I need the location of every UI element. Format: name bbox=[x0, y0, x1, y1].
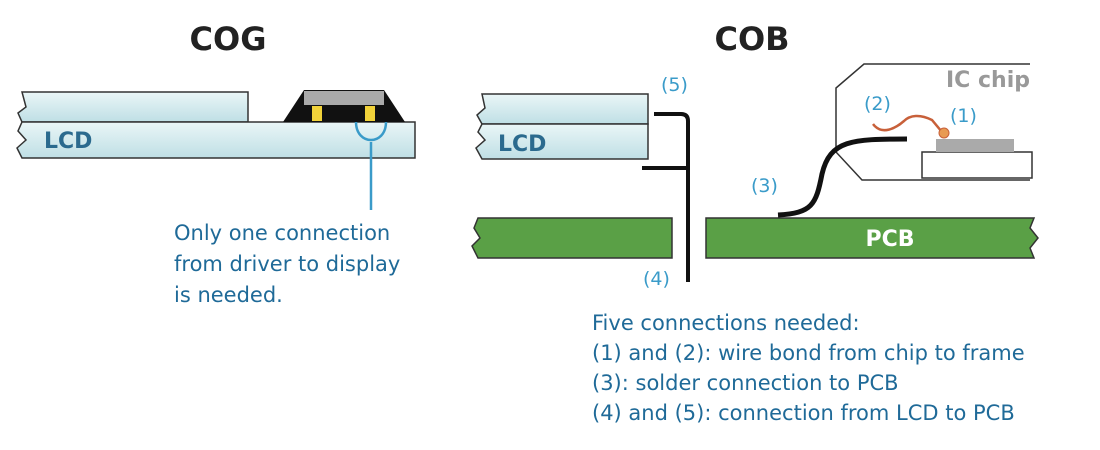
cob-lcd-pcb-connector bbox=[654, 112, 690, 282]
cob-pcb-right bbox=[705, 217, 1039, 259]
cob-marker-2: (2) bbox=[864, 93, 891, 115]
cog-lcd-label: LCD bbox=[44, 129, 92, 154]
cob-title: COB bbox=[714, 20, 789, 58]
cog-bottom-glass bbox=[16, 121, 416, 159]
cog-bump-left bbox=[312, 106, 322, 121]
cob-note-line-4: (4) and (5): connection from LCD to PCB bbox=[592, 401, 1015, 425]
cob-note-line-2: (1) and (2): wire bond from chip to fram… bbox=[592, 341, 1025, 365]
cog-top-glass bbox=[17, 91, 249, 123]
cob-marker-5: (5) bbox=[661, 74, 688, 96]
cob-marker-1: (1) bbox=[950, 105, 977, 127]
cob-ic-label: IC chip bbox=[946, 68, 1030, 93]
cob-marker-3: (3) bbox=[751, 175, 778, 197]
cob-top-glass bbox=[476, 93, 649, 125]
cog-callout-curve bbox=[354, 121, 388, 142]
cob-chip-die bbox=[936, 139, 1014, 152]
cob-note-line-3: (3): solder connection to PCB bbox=[592, 371, 899, 395]
cog-note-line-3: is needed. bbox=[174, 283, 283, 307]
cog-note-line-1: Only one connection bbox=[174, 221, 390, 245]
cob-lcd-label: LCD bbox=[498, 132, 546, 157]
cob-chip-substrate bbox=[921, 151, 1033, 179]
cob-bottom-glass bbox=[475, 123, 649, 160]
cob-lead-frame bbox=[777, 136, 908, 218]
cob-note-line-1: Five connections needed: bbox=[592, 311, 860, 335]
cob-pcb-left bbox=[471, 217, 673, 259]
cob-wire-bond bbox=[872, 114, 943, 133]
cog-note-line-2: from driver to display bbox=[174, 252, 400, 276]
cog-title: COG bbox=[190, 20, 267, 58]
cob-pcb-label: PCB bbox=[865, 227, 914, 252]
cog-bump-right bbox=[365, 106, 375, 121]
cob-marker-4: (4) bbox=[643, 268, 670, 290]
cob-bond-ball bbox=[938, 127, 950, 139]
cog-chip-die bbox=[304, 91, 384, 105]
